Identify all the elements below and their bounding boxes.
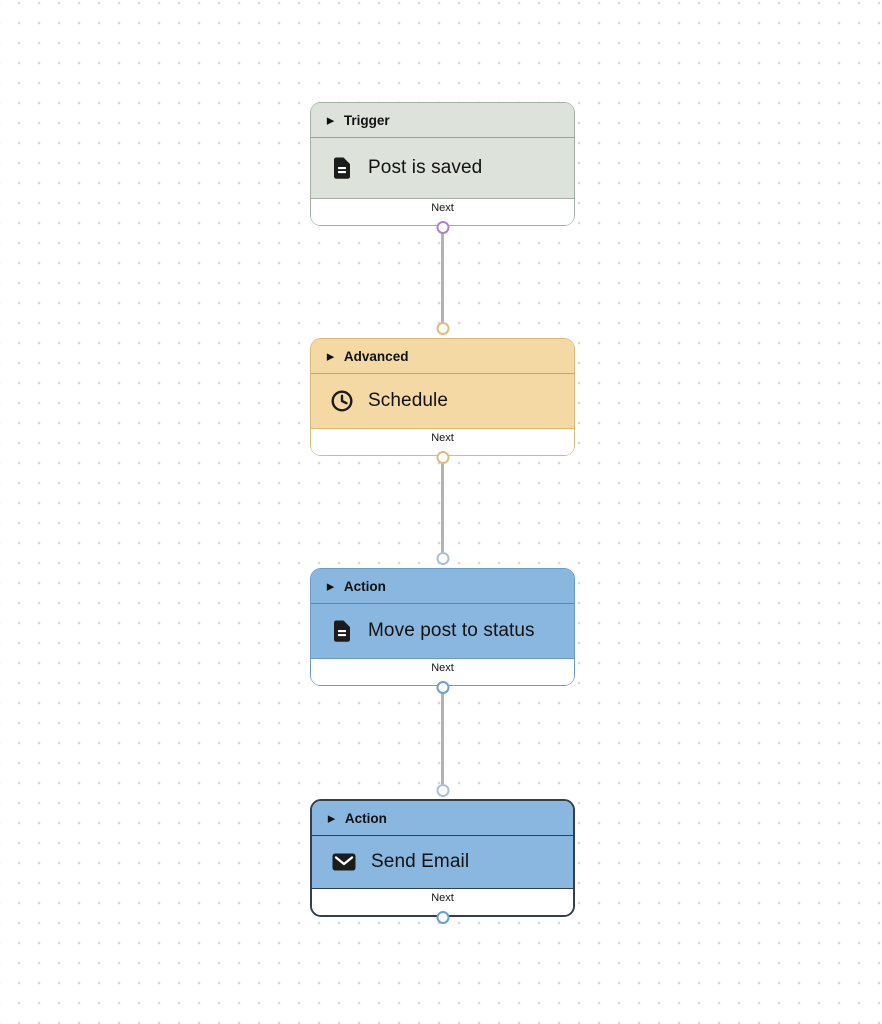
edge-connector[interactable]: [441, 456, 444, 560]
collapse-triangle-icon[interactable]: ▶: [328, 813, 335, 823]
document-icon: [330, 156, 354, 180]
output-handle[interactable]: [436, 681, 449, 694]
edge-connector[interactable]: [441, 686, 444, 791]
node-body[interactable]: Move post to status: [311, 604, 574, 658]
node-footer: Next: [311, 658, 574, 685]
node-category-label: Trigger: [343, 112, 390, 128]
collapse-triangle-icon[interactable]: ▶: [327, 581, 334, 591]
node-body[interactable]: Post is saved: [311, 138, 574, 198]
document-icon: [330, 619, 354, 643]
node-title: Post is saved: [368, 157, 483, 178]
collapse-triangle-icon[interactable]: ▶: [327, 115, 334, 125]
node-body[interactable]: Schedule: [311, 374, 574, 428]
edge-connector[interactable]: [441, 226, 444, 330]
output-handle[interactable]: [436, 911, 449, 924]
workflow-node-trigger[interactable]: ▶ Trigger Post is saved Next: [310, 102, 575, 234]
input-handle[interactable]: [436, 552, 449, 565]
node-title: Send Email: [371, 851, 470, 872]
node-category-header[interactable]: ▶ Advanced: [311, 339, 574, 374]
node-title: Move post to status: [368, 620, 535, 641]
clock-icon: [330, 389, 354, 413]
node-footer: Next: [311, 198, 574, 225]
node-title: Schedule: [368, 390, 449, 411]
node-category-label: Action: [344, 810, 387, 826]
workflow-node-advanced[interactable]: ▶ Advanced Schedule Next: [310, 322, 575, 464]
node-footer: Next: [312, 888, 573, 915]
node-category-label: Advanced: [343, 348, 409, 364]
workflow-node-action-send-email[interactable]: ▶ Action Send Email Next: [310, 784, 575, 924]
node-footer: Next: [311, 428, 574, 455]
output-handle[interactable]: [436, 451, 449, 464]
next-output-label: Next: [431, 202, 454, 214]
workflow-node-action-move-post[interactable]: ▶ Action Move post to status Next: [310, 552, 575, 694]
next-output-label: Next: [431, 662, 454, 674]
input-handle[interactable]: [436, 784, 449, 797]
node-category-label: Action: [343, 578, 386, 594]
node-category-header[interactable]: ▶ Action: [311, 569, 574, 604]
next-output-label: Next: [431, 432, 454, 444]
next-output-label: Next: [431, 892, 454, 904]
node-category-header[interactable]: ▶ Trigger: [311, 103, 574, 138]
collapse-triangle-icon[interactable]: ▶: [327, 351, 334, 361]
mail-icon: [331, 850, 357, 874]
input-handle[interactable]: [436, 322, 449, 335]
node-body[interactable]: Send Email: [312, 836, 573, 888]
output-handle[interactable]: [436, 221, 449, 234]
node-category-header[interactable]: ▶ Action: [312, 801, 573, 836]
